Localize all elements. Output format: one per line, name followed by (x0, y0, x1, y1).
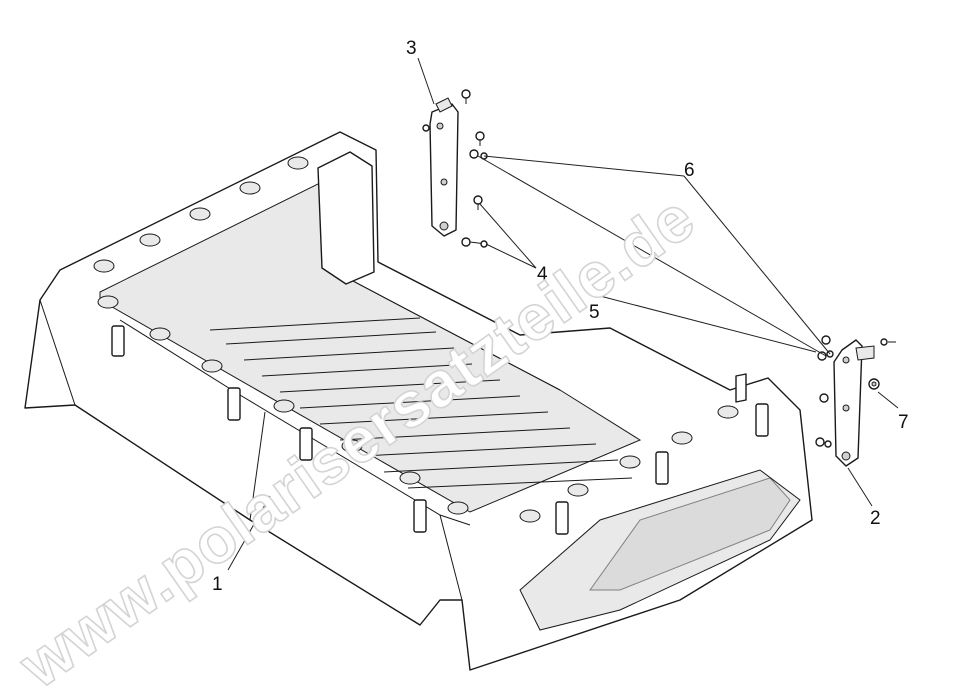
callout-3: 3 (406, 38, 417, 59)
callouts: 1 2 3 4 5 6 7 (212, 38, 909, 595)
leader-lines (227, 57, 899, 571)
hinge-bolts-right (815, 335, 896, 448)
rear-recess (589, 477, 791, 591)
callout-2: 2 (870, 508, 881, 529)
callout-4: 4 (537, 264, 548, 285)
callout-5: 5 (589, 302, 600, 323)
callout-1: 1 (212, 574, 223, 595)
rim-holes (93, 156, 739, 523)
skirt-seam (249, 411, 463, 601)
floor-ribs (209, 317, 633, 489)
tie-down-hooks (111, 325, 769, 535)
hinge-bracket-left (422, 89, 488, 248)
callout-6: 6 (684, 160, 695, 181)
callout-7: 7 (898, 412, 909, 433)
front-wall (317, 151, 375, 285)
cargo-box (24, 131, 813, 671)
hinge-bracket-right (815, 335, 896, 467)
rear-mount-tab (735, 373, 747, 403)
